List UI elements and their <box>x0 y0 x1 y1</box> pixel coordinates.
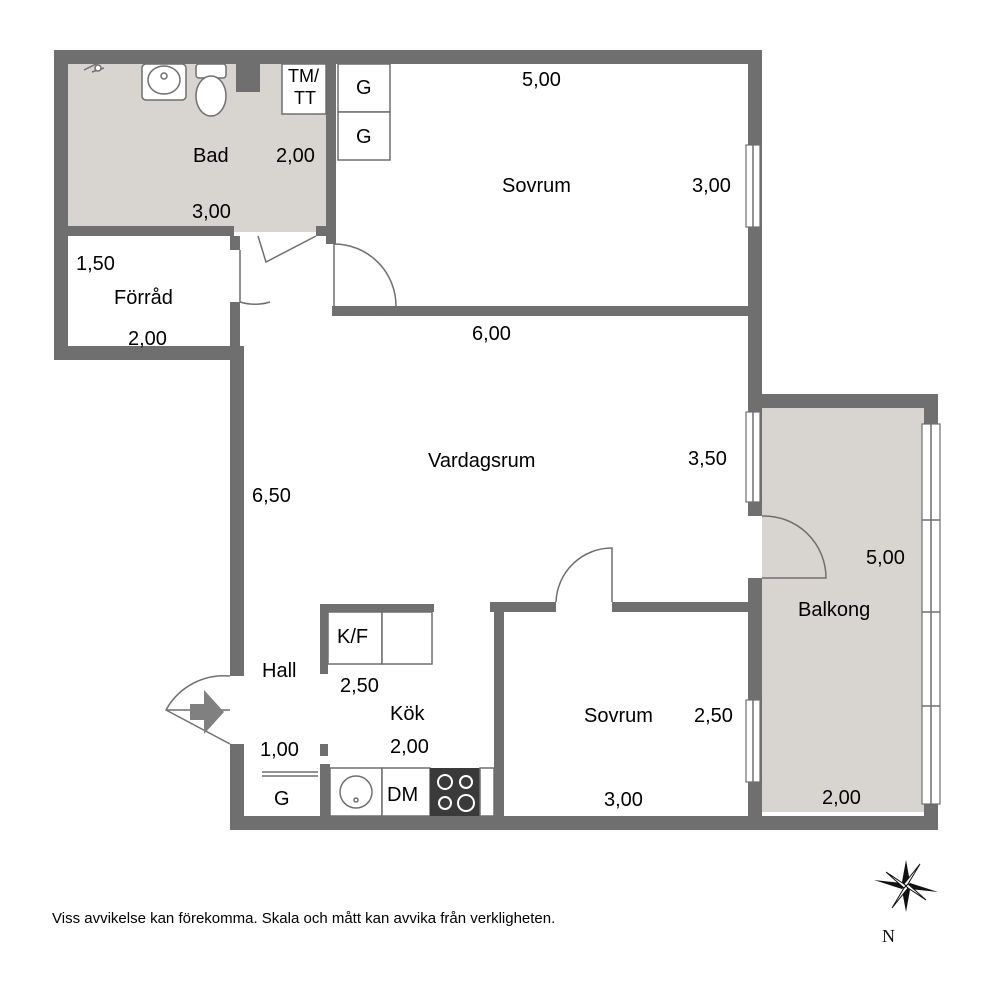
compass-label: N <box>882 926 895 946</box>
sovrum1-dim-h: 3,00 <box>692 175 731 197</box>
kok-dim-b: 2,00 <box>390 736 429 758</box>
bad-dim-h: 2,00 <box>276 145 315 167</box>
hall-dim-w: 1,00 <box>260 739 299 761</box>
forrad-label: Förråd <box>114 287 173 309</box>
counter-box <box>381 611 433 665</box>
forrad-dim-h: 1,50 <box>76 253 115 275</box>
kok-label: Kök <box>390 703 425 725</box>
sovrum1-label: Sovrum <box>502 175 571 197</box>
sovrum2-dim-h: 2,50 <box>694 705 733 727</box>
kok-dim-a: 2,50 <box>340 675 379 697</box>
dm-label: DM <box>387 784 418 806</box>
garderob2-box <box>337 111 391 161</box>
disclaimer-text: Viss avvikelse kan förekomma. Skala och … <box>52 910 556 927</box>
garderob1-label: G <box>356 77 372 99</box>
bad-dim-w: 3,00 <box>192 201 231 223</box>
compass-icon <box>874 860 938 912</box>
entrance-arrow-icon <box>190 690 224 734</box>
bathroom-fixtures <box>83 61 227 117</box>
garderob1-box <box>337 63 391 113</box>
doors <box>164 235 827 777</box>
balkong-label: Balkong <box>798 599 870 621</box>
vardagsrum-dim-h: 3,50 <box>688 448 727 470</box>
kf-box <box>327 611 383 665</box>
vardagsrum-label: Vardagsrum <box>428 450 535 472</box>
forrad-dim-w: 2,00 <box>128 328 167 350</box>
vardagsrum-dim-w: 6,00 <box>472 323 511 345</box>
windows <box>745 144 941 805</box>
garderob2-label: G <box>356 126 372 148</box>
kf-label: K/F <box>337 626 368 648</box>
balkong-dim-w: 2,00 <box>822 787 861 809</box>
hall-dim-h: 6,50 <box>252 485 291 507</box>
garderob-hall-label: G <box>274 788 290 810</box>
hall-label: Hall <box>262 660 296 682</box>
tm-tt-box <box>281 63 327 115</box>
balkong-floor <box>762 408 924 812</box>
sovrum1-dim-w: 5,00 <box>522 69 561 91</box>
balkong-dim-h: 5,00 <box>866 547 905 569</box>
tm-label-2: TT <box>294 88 316 108</box>
bad-label: Bad <box>193 145 229 167</box>
dm-box <box>381 767 431 817</box>
tm-label-1: TM/ <box>288 66 319 86</box>
sovrum2-label: Sovrum <box>584 705 653 727</box>
sovrum2-dim-w: 3,00 <box>604 789 643 811</box>
